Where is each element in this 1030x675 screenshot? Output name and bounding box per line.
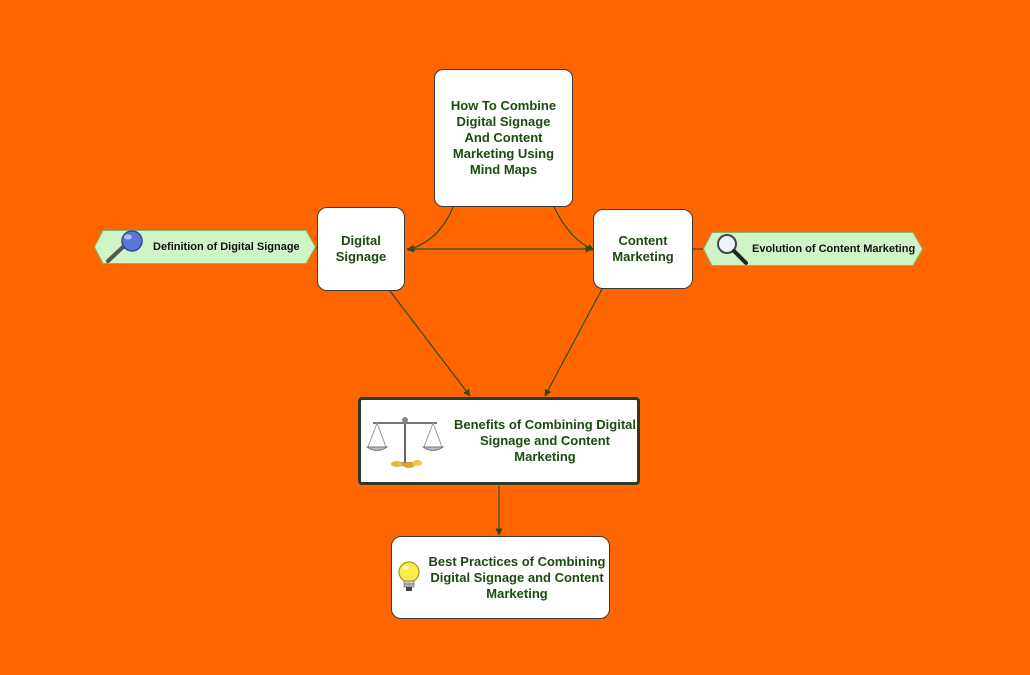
node-digital-signage-label: Digital Signage [335,233,387,264]
node-content-marketing[interactable]: Content Marketing [593,209,693,289]
magnifier-icon [106,230,143,263]
connector-main-to-content-marketing [553,206,595,251]
node-digital-signage[interactable]: Digital Signage [317,207,405,291]
node-benefits-label: Benefits of Combining Digital Signage an… [454,417,636,464]
connector-content-marketing-to-benefits [544,288,603,397]
tag-definition-of-digital-signage[interactable]: Definition of Digital Signage [94,230,316,264]
tag-shape [703,232,923,266]
node-content-marketing-label: Content Marketing [612,233,674,264]
tag-evolution-of-content-marketing[interactable]: Evolution of Content Marketing [703,232,923,266]
node-main-topic-label: How To Combine Digital Signage And Conte… [450,98,557,177]
node-benefits[interactable]: Benefits of Combining Digital Signage an… [358,397,640,485]
lightbulb-icon [398,560,420,591]
node-main-topic[interactable]: How To Combine Digital Signage And Conte… [434,69,573,207]
balance-scale-icon [365,417,445,468]
connector-digital-signage-to-benefits [389,290,471,397]
connector-main-to-digital-signage [407,206,454,252]
node-best-practices-label: Best Practices of Combining Digital Sign… [428,553,606,601]
tag-label: Definition of Digital Signage [153,241,300,253]
tag-shape [94,230,316,264]
magnifier-icon [717,234,748,265]
tag-label: Evolution of Content Marketing [752,243,916,255]
node-best-practices[interactable]: Best Practices of Combining Digital Sign… [391,536,610,619]
